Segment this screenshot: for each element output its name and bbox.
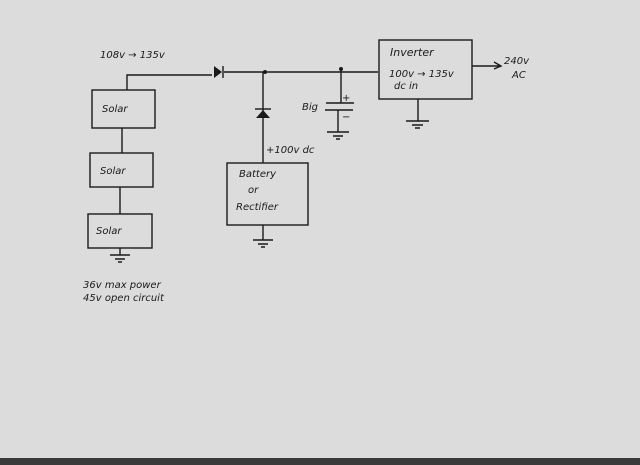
solar-label: Solar (96, 226, 122, 237)
capacitor-label: Big (302, 102, 318, 113)
solar-panel-2 (89, 152, 154, 188)
output-arrow-icon (472, 61, 503, 70)
ground-icon (110, 248, 130, 263)
inverter-box (378, 39, 473, 100)
output-type: AC (511, 70, 526, 81)
series-diode (214, 66, 224, 78)
blocking-diode (255, 108, 271, 118)
inverter-range: 100v → 135v (389, 69, 455, 80)
battery-or-rectifier-box (226, 162, 309, 226)
inverter-title: Inverter (390, 46, 435, 59)
battery-label: or (248, 185, 259, 196)
solar-label: Solar (102, 104, 128, 115)
solar-note: 45v open circuit (83, 293, 165, 304)
battery-label: Battery (239, 169, 277, 180)
solar-label: Solar (100, 166, 126, 177)
junction-dot (263, 70, 267, 74)
supply-voltage-label: +100v dc (266, 145, 315, 156)
output-voltage: 240v (504, 56, 530, 67)
capacitor (325, 69, 354, 132)
scan-edge (0, 458, 640, 465)
ground-icon (253, 225, 273, 248)
cap-minus: − (342, 112, 350, 123)
ground-icon (327, 131, 349, 140)
inverter-input: dc in (394, 81, 418, 92)
ground-icon (406, 99, 429, 129)
solar-note: 36v max power (83, 280, 162, 291)
input-range-label: 108v → 135v (100, 50, 166, 61)
solar-panel-1 (91, 89, 156, 129)
cap-plus: + (342, 93, 350, 104)
battery-label: Rectifier (236, 202, 279, 213)
